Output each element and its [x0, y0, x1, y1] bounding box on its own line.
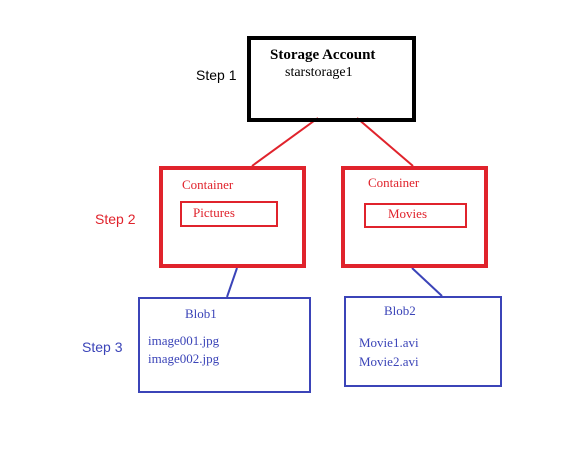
container-box-pictures [159, 166, 306, 268]
blob1-label: Blob1 [185, 306, 217, 321]
container-label-left: Container [182, 177, 234, 192]
container-name-box-pictures [180, 201, 278, 227]
container-label-right: Container [368, 175, 420, 190]
container-box-movies [341, 166, 488, 268]
step-3-label: Step 3 [82, 339, 123, 355]
storage-account-box [247, 36, 416, 122]
blob2-file-1: Movie1.avi [359, 335, 419, 350]
blob2-box [344, 296, 502, 387]
blob1-box [138, 297, 311, 393]
blob1-file-2: image002.jpg [148, 351, 220, 366]
connector-account-to-container-right [356, 117, 414, 167]
blob1-file-1: image001.jpg [148, 333, 220, 348]
connector-container-right-to-blob2 [411, 267, 443, 297]
step-2-label: Step 2 [95, 211, 136, 227]
container-name-pictures: Pictures [193, 205, 235, 220]
container-name-box-movies [364, 203, 467, 228]
container-name-movies: Movies [388, 206, 427, 221]
storage-account-title: Storage Account [270, 47, 376, 63]
blob2-file-2: Movie2.avi [359, 354, 419, 369]
connector-container-left-to-blob1 [226, 267, 238, 298]
storage-account-name: starstorage1 [285, 65, 353, 80]
step-1-label: Step 1 [196, 67, 237, 83]
connector-account-to-container-left [251, 117, 319, 167]
blob2-label: Blob2 [384, 303, 416, 318]
